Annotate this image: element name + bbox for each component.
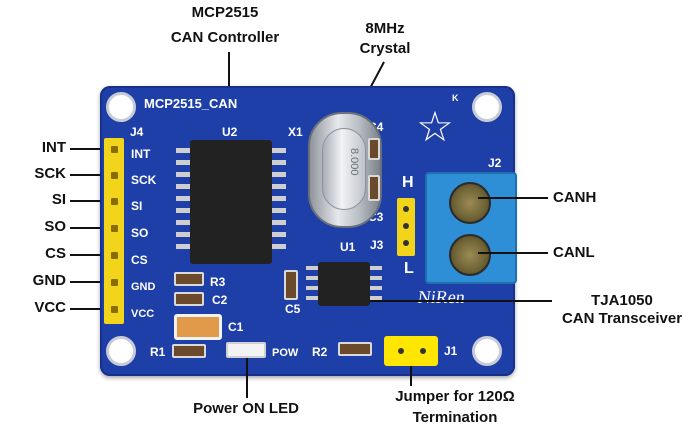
pin-leader-vcc bbox=[70, 308, 108, 310]
mounting-hole-bottom-right bbox=[472, 336, 502, 366]
board-name-label: MCP2515_CAN bbox=[144, 96, 238, 111]
tja1050-subtitle: CAN Transceiver bbox=[561, 310, 683, 327]
jumper-subtitle: Termination bbox=[412, 409, 498, 426]
capacitor-c4 bbox=[368, 138, 380, 160]
silk-x1: X1 bbox=[288, 125, 303, 139]
tja1050-leader bbox=[370, 300, 552, 302]
power-led-label: Power ON LED bbox=[193, 400, 299, 417]
silk-u1: U1 bbox=[340, 240, 356, 254]
header-pin bbox=[403, 206, 409, 212]
mounting-hole-bottom-left bbox=[106, 336, 136, 366]
crystal-title: 8MHz bbox=[365, 20, 405, 37]
jumper-pin bbox=[398, 348, 404, 354]
silk-pin-gnd: GND bbox=[131, 281, 156, 293]
logo-icon: ☆ bbox=[416, 103, 454, 150]
jumper-j1 bbox=[384, 336, 438, 366]
canh-label: CANH bbox=[553, 189, 597, 206]
header-pin bbox=[111, 279, 118, 286]
canl-label: CANL bbox=[553, 244, 595, 261]
mounting-hole-top-right bbox=[472, 92, 502, 122]
power-led-leader bbox=[246, 358, 248, 398]
crystal-marking: 8.000 bbox=[348, 148, 360, 176]
silk-j3: J3 bbox=[370, 238, 384, 252]
silk-r3: R3 bbox=[210, 275, 226, 289]
jumper-title: Jumper for 120Ω bbox=[395, 388, 515, 405]
capacitor-c1 bbox=[174, 314, 222, 340]
header-pin bbox=[111, 146, 118, 153]
silk-h: H bbox=[402, 174, 414, 191]
silk-c2: C2 bbox=[212, 293, 228, 307]
mounting-hole-top-left bbox=[106, 92, 136, 122]
pin-leader-int bbox=[70, 148, 108, 150]
mcp2515-chip bbox=[190, 140, 272, 264]
header-pin bbox=[111, 306, 118, 313]
jumper-leader bbox=[410, 366, 412, 386]
screw-canl bbox=[449, 234, 491, 276]
canh-leader bbox=[478, 197, 548, 199]
crystal-subtitle: Crystal bbox=[359, 40, 411, 57]
silk-pin-so: SO bbox=[131, 226, 149, 240]
mcp2515-subtitle: CAN Controller bbox=[170, 29, 280, 46]
chip-pins-left bbox=[176, 148, 190, 256]
pin-callout-sck: SCK bbox=[34, 165, 66, 182]
silk-j4: J4 bbox=[130, 125, 144, 139]
tja1050-chip bbox=[318, 262, 370, 306]
terminal-block-j2 bbox=[425, 172, 517, 284]
jumper-pin bbox=[420, 348, 426, 354]
pin-leader-si bbox=[70, 200, 108, 202]
header-pin bbox=[403, 240, 409, 246]
pin-leader-cs bbox=[70, 254, 108, 256]
pin-callout-int: INT bbox=[41, 139, 66, 156]
header-pin bbox=[403, 223, 409, 229]
capacitor-c5 bbox=[284, 270, 298, 300]
silk-k: K bbox=[452, 93, 459, 103]
jumper-callout: Jumper for 120Ω Termination bbox=[380, 388, 530, 427]
silk-r2: R2 bbox=[312, 345, 328, 359]
silk-pow: POW bbox=[272, 347, 299, 359]
crystal-callout: 8MHz Crystal bbox=[340, 20, 430, 58]
silk-pin-si: SI bbox=[131, 199, 143, 213]
power-led bbox=[226, 342, 266, 358]
header-pin bbox=[111, 172, 118, 179]
silk-u2: U2 bbox=[222, 125, 238, 139]
pin-callout-gnd: GND bbox=[32, 272, 66, 289]
pin-leader-gnd bbox=[70, 281, 108, 283]
header-pin bbox=[111, 198, 118, 205]
silk-pin-cs: CS bbox=[131, 253, 148, 267]
chip-pins-left bbox=[306, 266, 318, 304]
resistor-r2 bbox=[338, 342, 372, 356]
screw-canh bbox=[449, 182, 491, 224]
mcp2515-title: MCP2515 bbox=[191, 4, 259, 21]
silk-c5: C5 bbox=[285, 302, 301, 316]
pin-leader-so bbox=[70, 227, 108, 229]
silk-pin-int: INT bbox=[131, 147, 151, 161]
silk-j2: J2 bbox=[488, 156, 502, 170]
tja1050-title: TJA1050 bbox=[591, 292, 653, 309]
pin-callout-cs: CS bbox=[45, 245, 66, 262]
pin-callout-so: SO bbox=[44, 218, 66, 235]
silk-r1: R1 bbox=[150, 345, 166, 359]
pin-callout-vcc: VCC bbox=[34, 299, 66, 316]
tja1050-callout: TJA1050 CAN Transceiver bbox=[552, 292, 692, 328]
crystal-8mhz: 8.000 bbox=[308, 112, 382, 228]
resistor-r3 bbox=[174, 272, 204, 286]
header-pin bbox=[111, 225, 118, 232]
capacitor-c2 bbox=[174, 292, 204, 306]
capacitor-c3 bbox=[368, 175, 380, 201]
silk-c1: C1 bbox=[228, 320, 244, 334]
silk-j1: J1 bbox=[444, 344, 458, 358]
chip-pins-right bbox=[272, 148, 286, 256]
silk-l: L bbox=[404, 260, 414, 277]
crystal-can bbox=[322, 128, 366, 210]
header-pin bbox=[111, 252, 118, 259]
silk-pin-sck: SCK bbox=[131, 173, 157, 187]
pin-callout-si: SI bbox=[51, 191, 66, 208]
resistor-r1 bbox=[172, 344, 206, 358]
chip-pins-right bbox=[370, 266, 382, 304]
silk-pin-vcc: VCC bbox=[131, 308, 155, 320]
canl-leader bbox=[478, 252, 548, 254]
pin-leader-sck bbox=[70, 174, 108, 176]
mcp2515-callout: MCP2515 CAN Controller bbox=[150, 4, 300, 47]
